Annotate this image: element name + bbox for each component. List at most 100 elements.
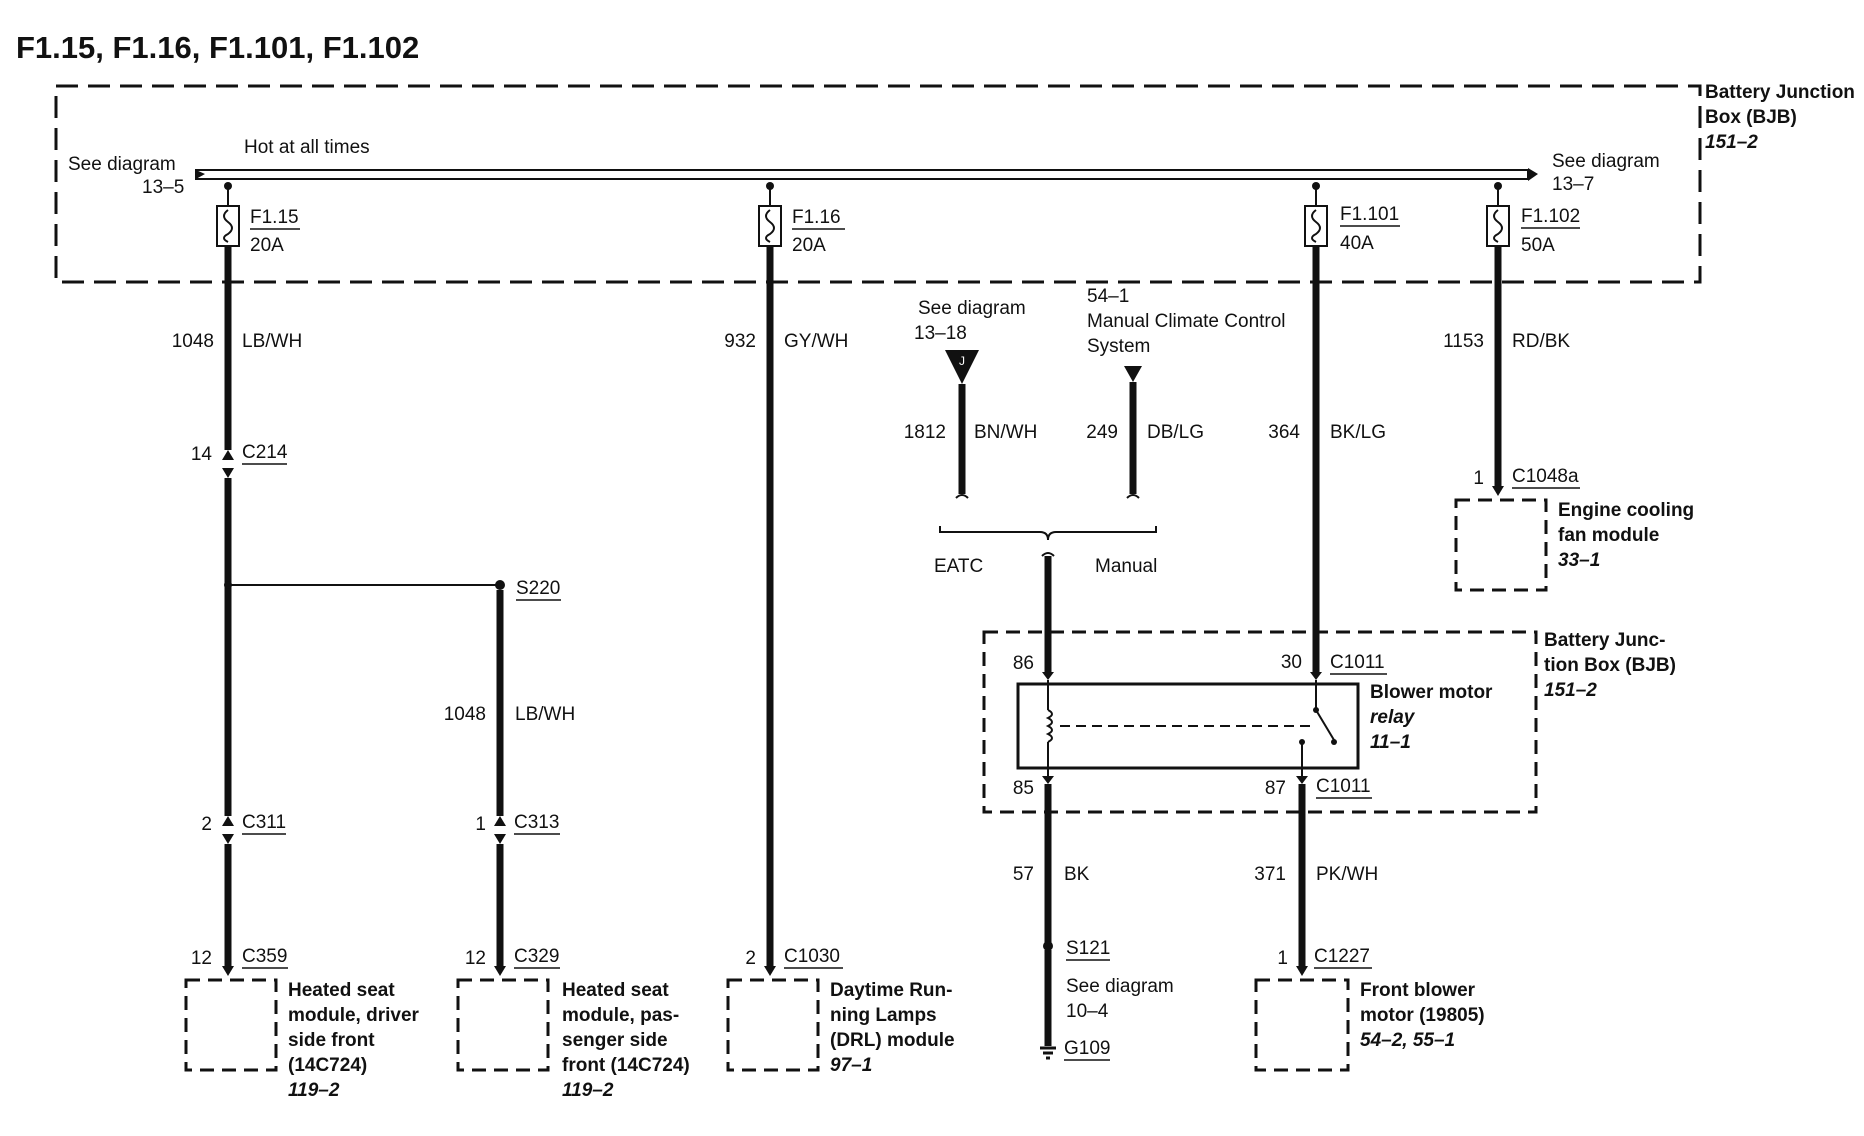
bjb2-ref: 151–2 <box>1544 680 1597 701</box>
c214-name: C214 <box>242 442 288 463</box>
manual-ref-2: Manual Climate Control <box>1087 311 1286 332</box>
fan-line-1: Engine cooling <box>1558 500 1694 521</box>
eatc-connector <box>945 350 979 384</box>
wire-1153-circuit: 1153 <box>1443 331 1484 352</box>
c313-name: C313 <box>514 812 559 833</box>
bus-label: Hot at all times <box>244 137 370 158</box>
fan-line-2: fan module <box>1558 525 1659 546</box>
fan-ref: 33–1 <box>1558 550 1600 571</box>
c311-name: C311 <box>242 812 286 833</box>
s121-label: S121 <box>1066 938 1110 959</box>
fuse-f1-101 <box>1304 205 1328 247</box>
wire-371-color: PK/WH <box>1316 864 1378 885</box>
wire-249-circuit: 249 <box>1086 422 1118 443</box>
drl-line-3: (DRL) module <box>830 1030 955 1051</box>
g109-label: G109 <box>1064 1038 1110 1059</box>
c1048a-pin: 1 <box>1473 468 1484 489</box>
fuse-f1-16-rating: 20A <box>792 235 826 256</box>
relay-switch <box>1315 709 1335 741</box>
c311-pin: 2 <box>201 814 212 835</box>
c1011-top-name: C1011 <box>1330 652 1385 673</box>
bjb2-line-2: tion Box (BJB) <box>1544 655 1676 676</box>
seat-driver-line-4: (14C724) <box>288 1055 367 1076</box>
blower-motor-line-1: Front blower <box>1360 980 1476 1001</box>
wire-1048-b-circuit: 1048 <box>444 704 486 725</box>
c1030-name: C1030 <box>784 946 840 967</box>
bjb2-line-1: Battery Junc- <box>1544 630 1665 651</box>
engine-cooling-fan-module <box>1454 498 1548 592</box>
relay-coil <box>1045 709 1053 743</box>
c1011-bottom-name: C1011 <box>1316 776 1371 797</box>
wire-1048-a-circuit: 1048 <box>172 331 214 352</box>
bjb-top-label-2: Box (BJB) <box>1705 107 1797 128</box>
fuse-f1-15-name: F1.15 <box>250 207 299 228</box>
c1227-name: C1227 <box>1314 946 1370 967</box>
fuse-f1-101-rating: 40A <box>1340 233 1374 254</box>
ground-icon <box>1040 1046 1056 1060</box>
wire-57-color: BK <box>1064 864 1090 885</box>
pin-87: 87 <box>1265 778 1286 799</box>
manual-connector <box>1124 366 1142 382</box>
blower-motor-line-2: motor (19805) <box>1360 1005 1485 1026</box>
bjb-top-label-1: Battery Junction <box>1705 82 1855 103</box>
seat-pass-line-3: senger side <box>562 1030 668 1051</box>
eatc-label: EATC <box>934 556 983 577</box>
wire-932-color: GY/WH <box>784 331 848 352</box>
heated-seat-passenger-module <box>456 978 550 1072</box>
wire-364-color: BK/LG <box>1330 422 1386 443</box>
front-blower-motor <box>1254 978 1350 1072</box>
seat-driver-line-3: side front <box>288 1030 375 1051</box>
seat-driver-line-1: Heated seat <box>288 980 395 1001</box>
wire-57-circuit: 57 <box>1013 864 1034 885</box>
bus-right-ref-2: 13–7 <box>1552 174 1594 195</box>
relay-label-1: Blower motor <box>1370 682 1493 703</box>
c1227-pin: 1 <box>1277 948 1288 969</box>
fuse-f1-102 <box>1486 205 1510 247</box>
seat-pass-line-4: front (14C724) <box>562 1055 690 1076</box>
option-brace <box>939 526 1157 541</box>
bus-left-ref-2: 13–5 <box>142 177 184 198</box>
bjb-box-top <box>54 84 1702 284</box>
c1048a-name: C1048a <box>1512 466 1579 487</box>
heated-seat-driver-module <box>184 978 278 1072</box>
pin-85: 85 <box>1013 778 1034 799</box>
eatc-ref-1: See diagram <box>918 298 1026 319</box>
fuse-f1-102-name: F1.102 <box>1521 206 1580 227</box>
splice-s121 <box>1043 941 1053 951</box>
wire-1048-a-color: LB/WH <box>242 331 302 352</box>
splice-s220 <box>495 580 505 590</box>
seat-pass-line-1: Heated seat <box>562 980 669 1001</box>
seat-driver-line-2: module, driver <box>288 1005 420 1026</box>
wire-1812-color: BN/WH <box>974 422 1037 443</box>
seat-pass-line-2: module, pas- <box>562 1005 679 1026</box>
fuse-f1-16-name: F1.16 <box>792 207 841 228</box>
wire-1812-circuit: 1812 <box>904 422 946 443</box>
drl-line-2: ning Lamps <box>830 1005 937 1026</box>
wire-1048-b-color: LB/WH <box>515 704 575 725</box>
c214-pin: 14 <box>191 444 213 465</box>
c1030-pin: 2 <box>745 948 756 969</box>
manual-label: Manual <box>1095 556 1157 577</box>
page-title: F1.15, F1.16, F1.101, F1.102 <box>16 30 419 65</box>
ground-ref-2: 10–4 <box>1066 1001 1109 1022</box>
bus-arrow-right <box>1528 168 1538 181</box>
seat-driver-ref: 119–2 <box>288 1080 340 1101</box>
bjb-top-ref: 151–2 <box>1705 132 1758 153</box>
fuse-f1-101-name: F1.101 <box>1340 204 1399 225</box>
manual-ref-3: System <box>1087 336 1150 357</box>
wire-371-circuit: 371 <box>1254 864 1286 885</box>
wire-364-circuit: 364 <box>1268 422 1300 443</box>
manual-ref-1: 54–1 <box>1087 286 1129 307</box>
drl-module <box>726 978 820 1072</box>
blower-motor-relay <box>1016 682 1360 770</box>
c359-pin: 12 <box>191 948 212 969</box>
blower-motor-ref: 54–2, 55–1 <box>1360 1030 1455 1051</box>
relay-label-2: relay <box>1370 707 1416 728</box>
wire-1153-color: RD/BK <box>1512 331 1570 352</box>
drl-line-1: Daytime Run- <box>830 980 952 1001</box>
fuse-f1-15-rating: 20A <box>250 235 284 256</box>
c329-name: C329 <box>514 946 559 967</box>
bus-right-ref-1: See diagram <box>1552 151 1660 172</box>
wire-932-circuit: 932 <box>724 331 756 352</box>
